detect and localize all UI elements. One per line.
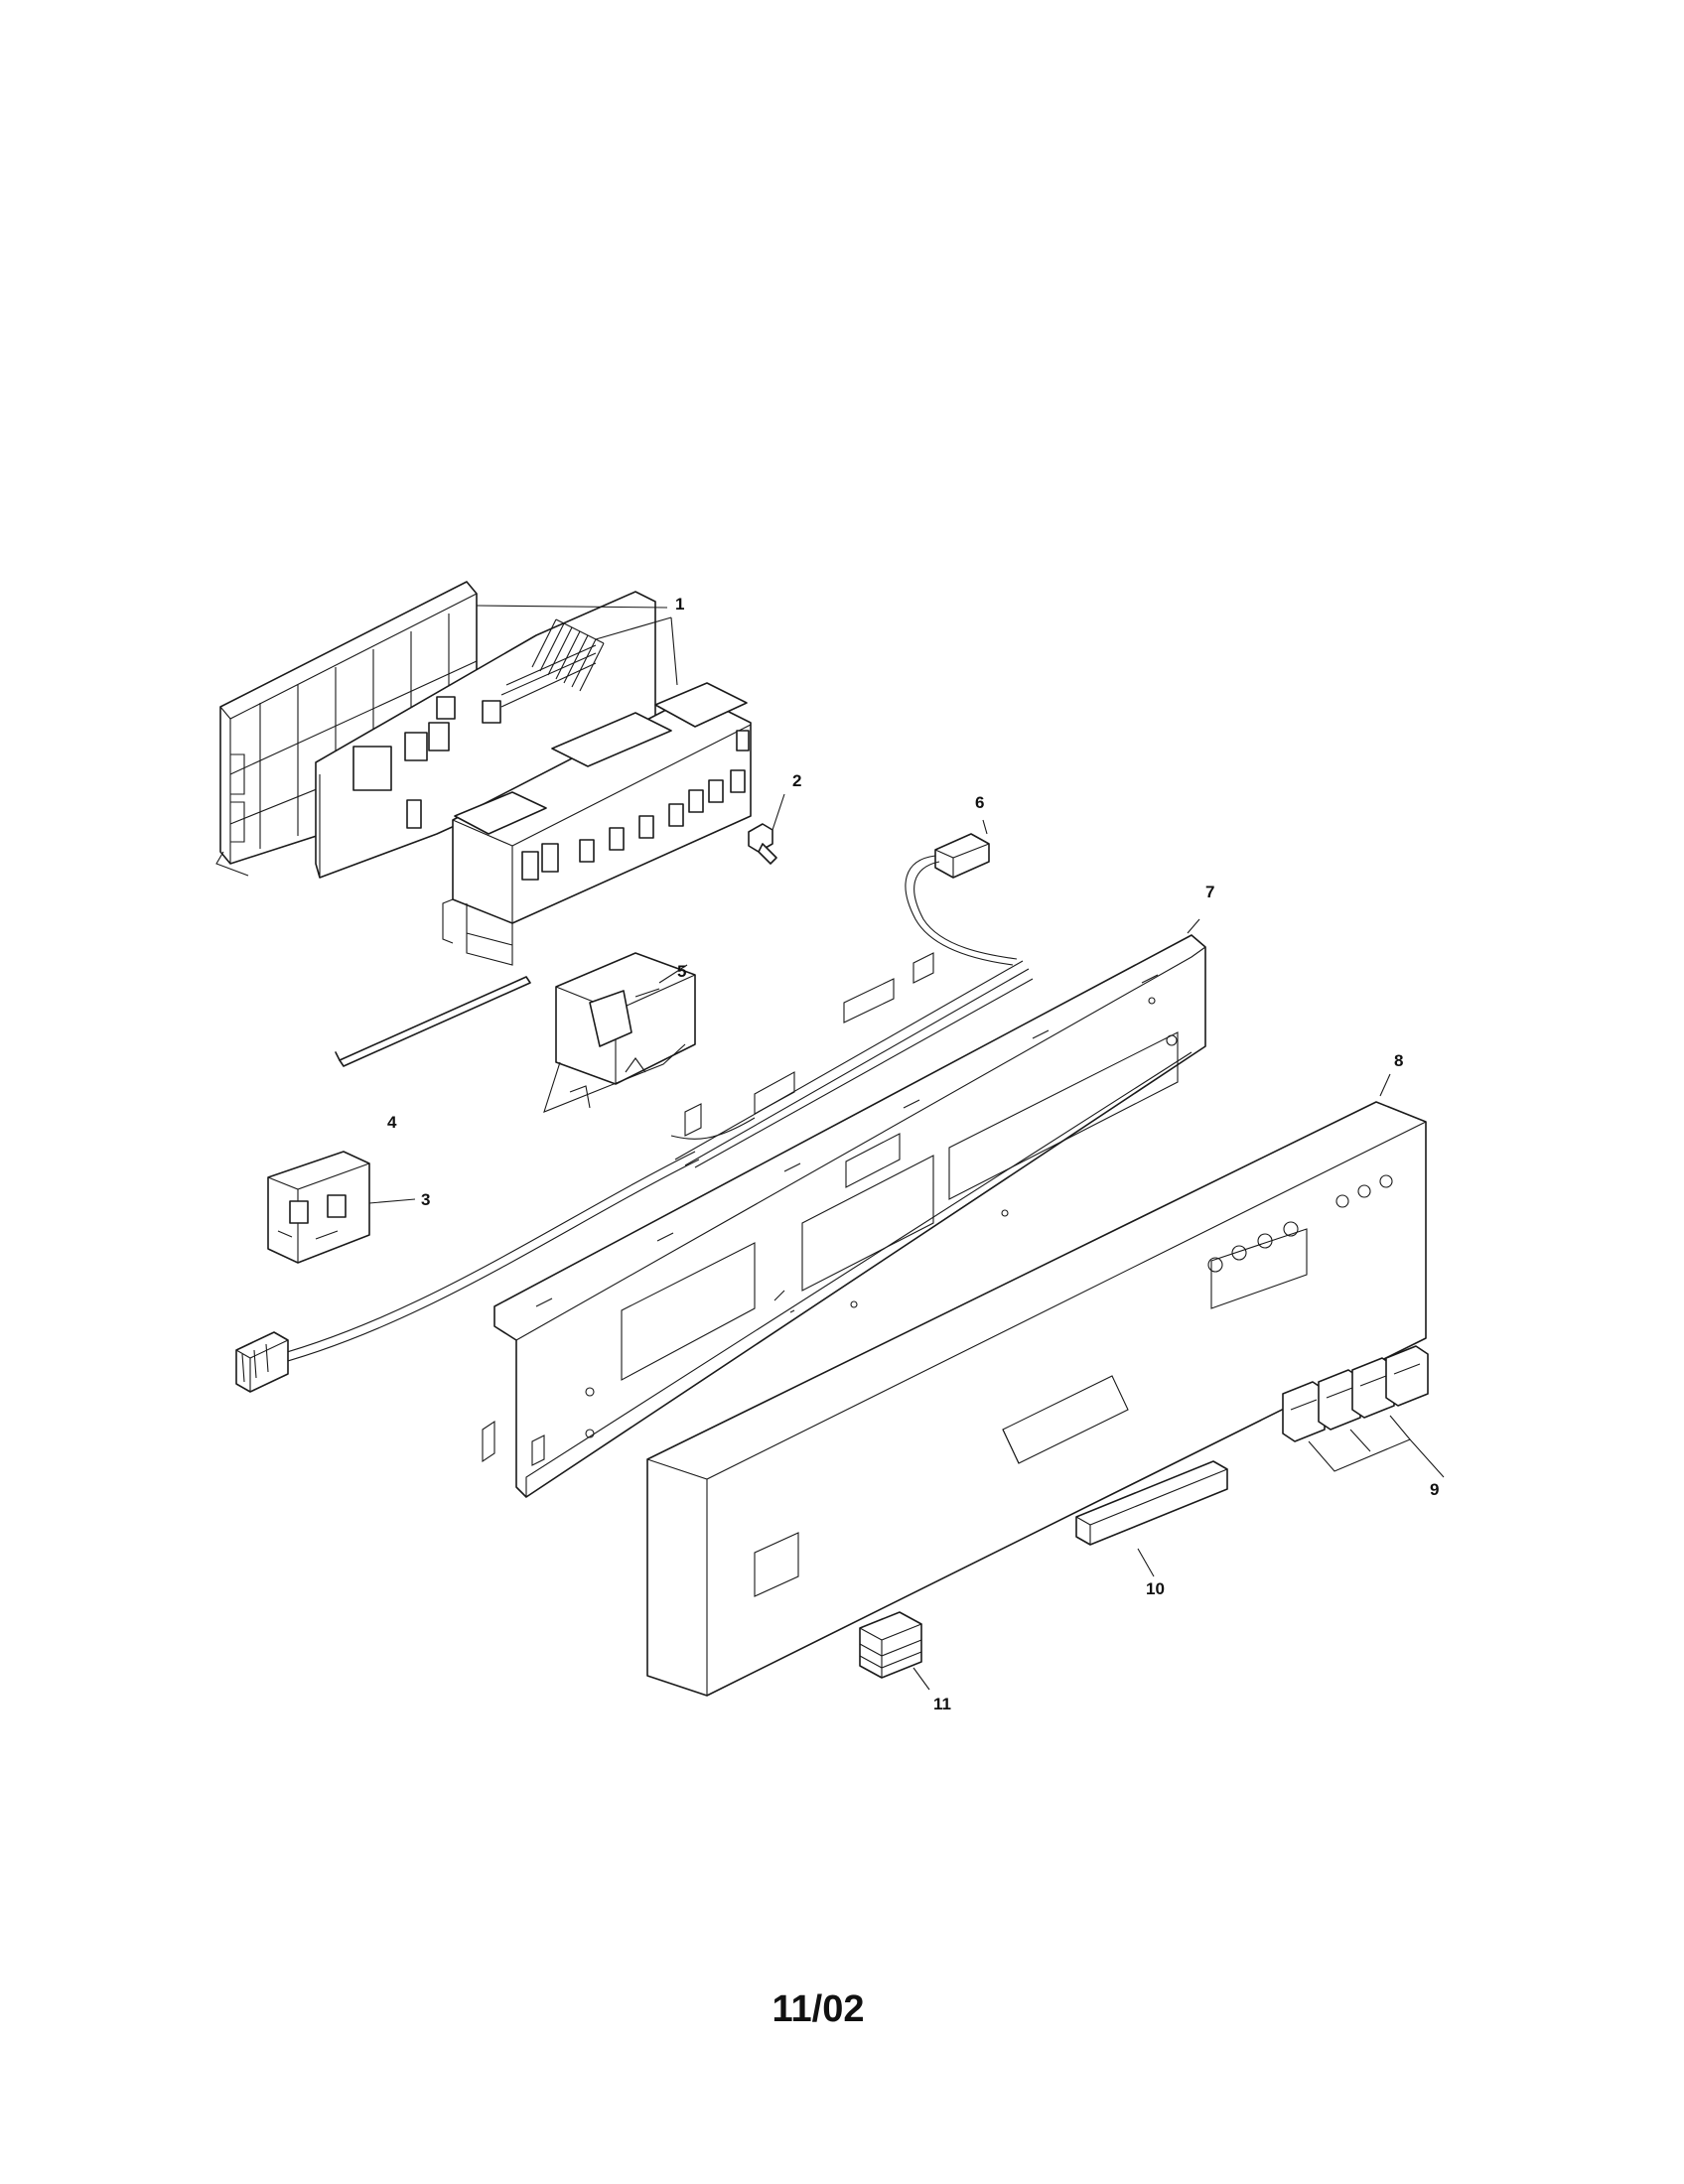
- label-part-7: 7: [1205, 883, 1214, 901]
- label-part-9: 9: [1430, 1480, 1439, 1499]
- label-part-8: 8: [1394, 1051, 1403, 1070]
- part-9-buttons: [1282, 1345, 1445, 1478]
- label-part-3: 3: [421, 1190, 430, 1209]
- part-5-latch: [543, 952, 696, 1113]
- footer-date: 11/02: [772, 1988, 865, 2030]
- label-part-11: 11: [933, 1695, 951, 1713]
- part-7-inner-panel: [257, 918, 1206, 1498]
- part-4-rod: [335, 976, 531, 1067]
- label-part-1: 1: [675, 595, 684, 614]
- cable-plug: [235, 1331, 289, 1393]
- part-3-switch: [267, 1151, 416, 1264]
- part-2-clip: [748, 793, 785, 865]
- part-8-front-panel: [646, 1073, 1427, 1697]
- part-11-cube: [859, 1611, 930, 1691]
- part-1-control-module: [215, 581, 752, 966]
- label-part-5: 5: [677, 962, 686, 981]
- label-part-6: 6: [975, 793, 984, 812]
- label-part-10: 10: [1146, 1579, 1165, 1598]
- part-10-handle-trim: [1075, 1460, 1228, 1577]
- label-part-4: 4: [387, 1113, 397, 1132]
- part-6-connector: [905, 819, 1018, 966]
- label-part-2: 2: [792, 771, 801, 790]
